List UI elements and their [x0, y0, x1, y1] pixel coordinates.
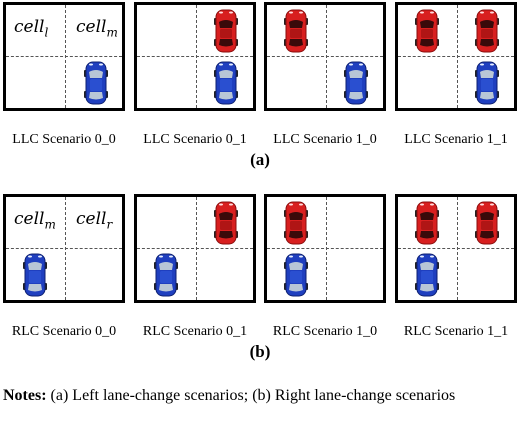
blue-car-icon [153, 253, 179, 297]
rlc-scenario-0-1-caption: RLC Scenario 0_1 [142, 324, 248, 339]
row-divider [137, 56, 253, 57]
rlc-scenario-1-0-caption: RLC Scenario 1_0 [272, 324, 378, 339]
figure-notes: Notes: (a) Left lane-change scenarios; (… [3, 385, 517, 407]
rlc-scenario-1-1-caption: RLC Scenario 1_1 [403, 324, 509, 339]
rlc-scenario-1-0-panel [264, 194, 386, 303]
subfigure-b-label: (b) [249, 342, 271, 361]
row-divider [398, 56, 514, 57]
red-car-icon [213, 201, 239, 245]
red-car-icon [283, 9, 309, 53]
row-divider [137, 248, 253, 249]
llc-scenario-0-0-panel: celll cellm [3, 2, 125, 111]
rlc-scenario-0-0-panel: cellm cellr [3, 194, 125, 303]
llc-scenario-1-0-caption: LLC Scenario 1_0 [273, 132, 377, 147]
blue-car-icon [474, 61, 500, 105]
red-car-icon [213, 9, 239, 53]
row-divider [267, 56, 383, 57]
blue-car-icon [213, 61, 239, 105]
row-divider [267, 248, 383, 249]
red-car-icon [283, 201, 309, 245]
row-divider [398, 248, 514, 249]
llc-scenario-1-0-panel [264, 2, 386, 111]
cell-l-label: celll [14, 17, 49, 40]
red-car-icon [474, 9, 500, 53]
cell-m-label: cellm [14, 209, 56, 232]
notes-label: Notes: [3, 387, 47, 404]
row-divider [6, 248, 122, 249]
blue-car-icon [343, 61, 369, 105]
llc-scenario-0-1-caption: LLC Scenario 0_1 [143, 132, 247, 147]
subfigure-a-label: (a) [250, 150, 270, 169]
notes-text: (a) Left lane-change scenarios; (b) Righ… [46, 387, 456, 404]
cell-m-label: cellm [76, 17, 118, 40]
llc-scenario-1-1-panel [395, 2, 517, 111]
rlc-scenario-0-0-caption: RLC Scenario 0_0 [11, 324, 117, 339]
red-car-icon [474, 201, 500, 245]
row-divider [6, 56, 122, 57]
blue-car-icon [414, 253, 440, 297]
blue-car-icon [283, 253, 309, 297]
red-car-icon [414, 201, 440, 245]
llc-scenario-1-1-caption: LLC Scenario 1_1 [404, 132, 508, 147]
rlc-scenario-0-1-panel [134, 194, 256, 303]
red-car-icon [414, 9, 440, 53]
rlc-scenario-1-1-panel [395, 194, 517, 303]
llc-scenario-0-0-caption: LLC Scenario 0_0 [12, 132, 116, 147]
cell-r-label: cellr [76, 209, 113, 232]
blue-car-icon [83, 61, 109, 105]
blue-car-icon [22, 253, 48, 297]
llc-scenario-0-1-panel [134, 2, 256, 111]
